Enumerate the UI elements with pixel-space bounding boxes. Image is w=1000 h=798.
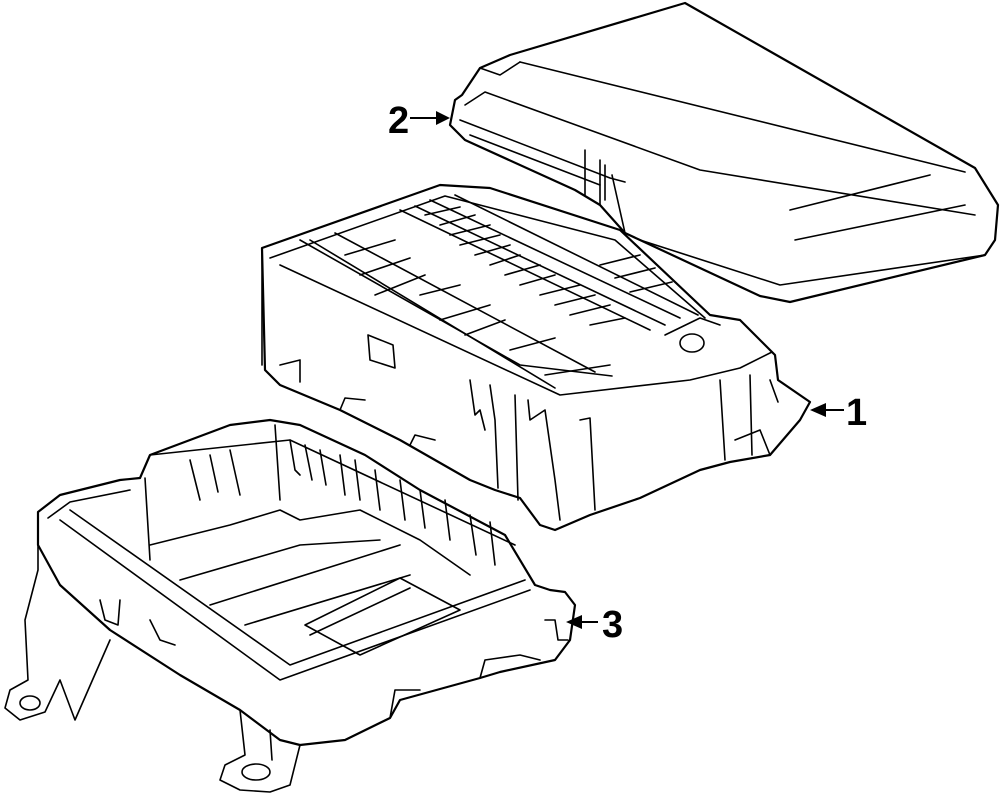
callout-3: 3 xyxy=(566,604,623,646)
callout-3-arrowhead xyxy=(566,615,582,629)
callout-2-label: 2 xyxy=(388,100,409,142)
callout-1: 1 xyxy=(810,392,867,434)
callout-1-arrowhead xyxy=(810,403,826,417)
callout-3-label: 3 xyxy=(602,604,623,646)
callout-2: 2 xyxy=(388,100,450,142)
callout-1-label: 1 xyxy=(846,392,867,434)
fuse-box-body-part[interactable] xyxy=(260,183,812,532)
callout-2-arrowhead xyxy=(436,111,450,125)
upper-cover-part[interactable] xyxy=(448,1,1000,304)
lower-tray-part[interactable] xyxy=(4,418,577,793)
